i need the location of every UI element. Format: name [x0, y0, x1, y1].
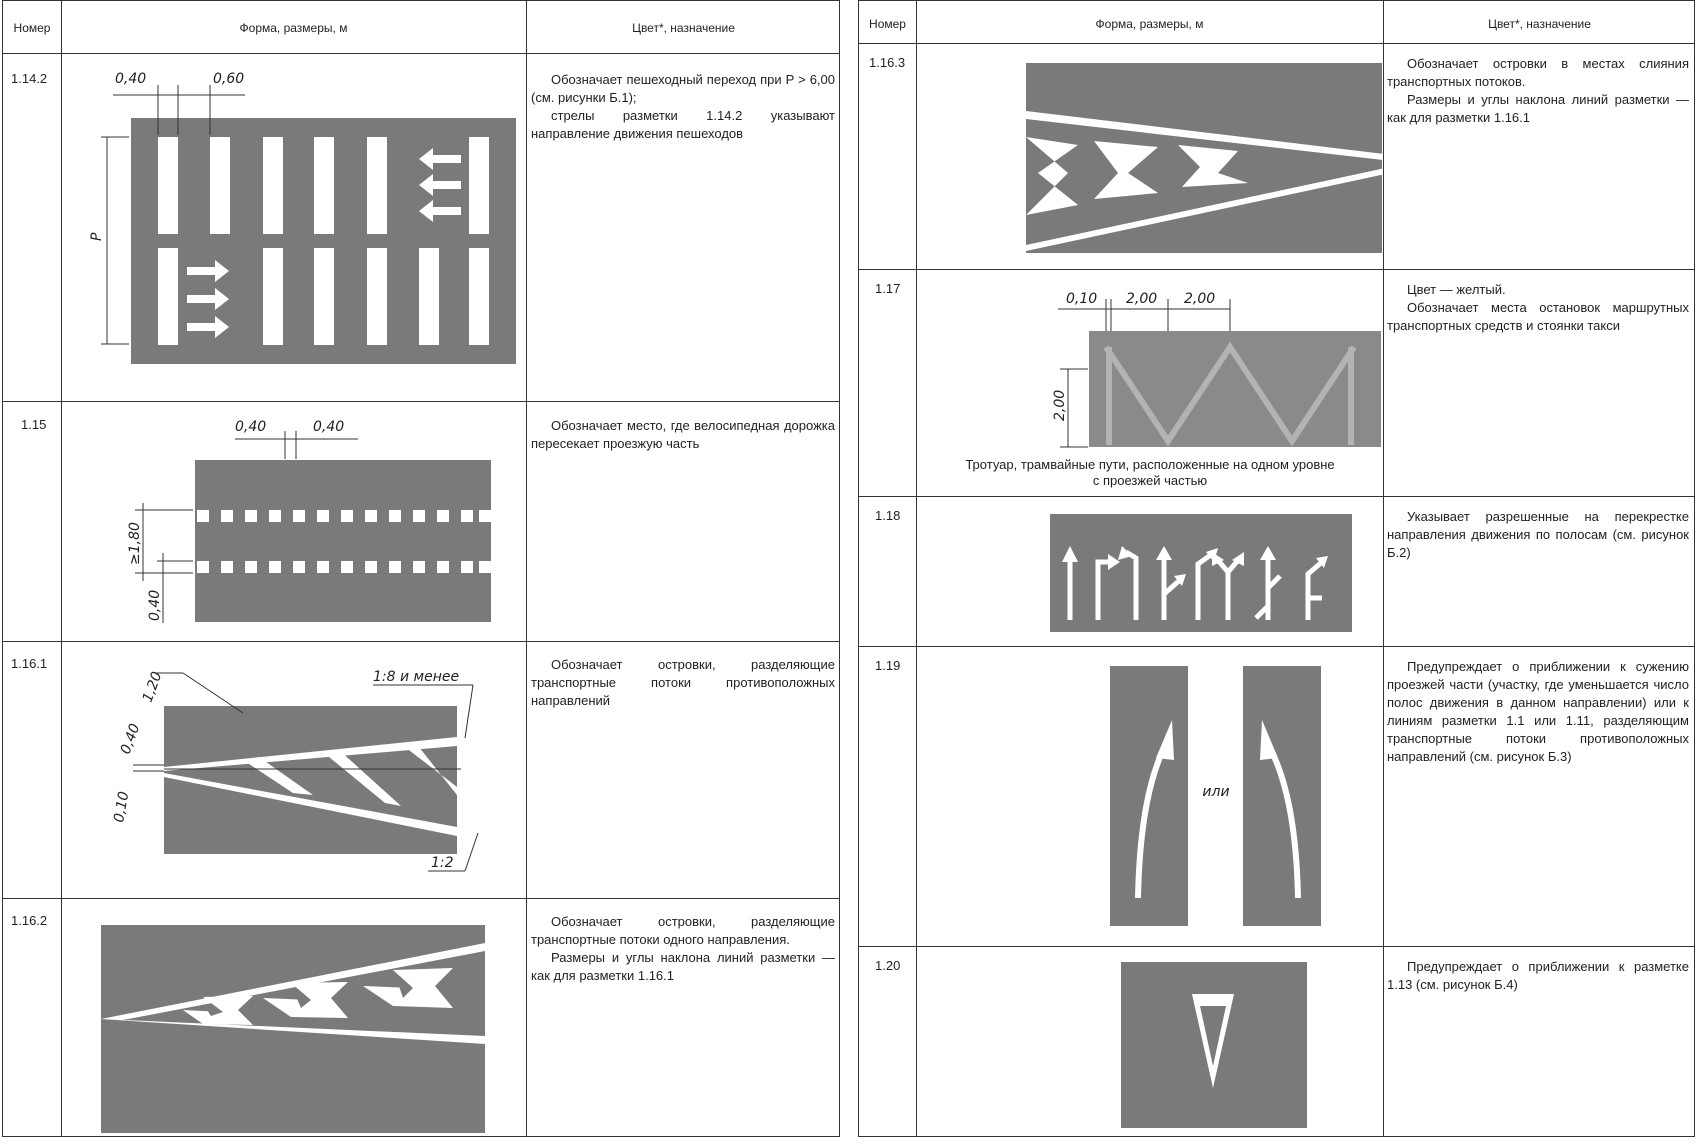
row-number: 1.16.3	[869, 55, 906, 70]
row-number: 1.15	[21, 417, 47, 432]
header-purpose: Цвет*, назначение	[632, 21, 735, 35]
dimension-label: 2,00	[1184, 291, 1215, 307]
figure-1-20	[1121, 962, 1307, 1128]
left-table: Номер Форма, размеры, м Цвет*, назначени…	[2, 0, 840, 1137]
row-description: Обозначает пешеходный переход при P > 6,…	[531, 72, 835, 141]
row-description: Предупреждает о приближении к разметке 1…	[1387, 959, 1689, 992]
header-purpose: Цвет*, назначение	[1488, 17, 1591, 31]
figure-1-16-2	[101, 925, 485, 1133]
row-number: 1.14.2	[11, 71, 48, 86]
row-number: 1.19	[875, 658, 901, 673]
dimension-label: 0,40	[313, 419, 344, 435]
figure-1-19: или	[1110, 666, 1321, 926]
row-description: Обозначает островки, разделяющие транспо…	[531, 657, 835, 708]
dimension-label: ≥1,80	[127, 522, 143, 565]
right-table: Номер Форма, размеры, м Цвет*, назначени…	[858, 0, 1695, 1137]
dimension-label: 0,10	[1066, 291, 1097, 307]
header-number: Номер	[869, 17, 906, 31]
dimension-label: 1:2	[431, 855, 454, 871]
figure-caption: Тротуар, трамвайные пути, расположенные …	[965, 457, 1334, 472]
dimension-label: 0,40	[147, 590, 163, 621]
dashes-top	[197, 510, 491, 573]
figure-1-17: 0,10 2,00 2,00 2,00 Тротуар, трамвайные …	[965, 291, 1381, 488]
figure-1-14-2: 0,40 0,60 P	[89, 71, 516, 364]
figure-1-16-3	[1026, 63, 1382, 253]
alternative-label: или	[1202, 784, 1229, 800]
row-description: Цвет — желтый.Обозначает места остановок…	[1387, 282, 1689, 333]
figure-1-16-1: 1,20 0,40 0,10 1:8 и менее 1:2	[111, 669, 479, 872]
dimension-label: 0,40	[115, 71, 146, 87]
header-shape: Форма, размеры, м	[1095, 17, 1204, 31]
row-description: Указывает разрешенные на перекрестке нап…	[1387, 509, 1689, 560]
dimension-label: 2,00	[1052, 390, 1068, 421]
dimension-label: 1,20	[140, 670, 166, 705]
figure-1-18	[1050, 514, 1352, 632]
dimension-label: 1:8 и менее	[373, 669, 459, 685]
header-number: Номер	[13, 21, 51, 35]
dimension-label: P	[89, 232, 105, 241]
row-description: Обозначает островки, разделяющие транспо…	[531, 914, 835, 983]
dimension-label: 0,60	[213, 71, 244, 87]
dimension-label: 0,10	[111, 790, 132, 824]
dimension-label: 0,40	[118, 722, 144, 757]
figure-caption: с проезжей частью	[1093, 473, 1208, 488]
row-number: 1.16.1	[11, 656, 48, 671]
row-number: 1.16.2	[11, 913, 48, 928]
row-number: 1.18	[875, 508, 901, 523]
dimension-label: 2,00	[1126, 291, 1157, 307]
figure-1-15: 0,40 0,40 ≥1,80 0,40	[127, 419, 491, 623]
row-number: 1.17	[875, 281, 901, 296]
row-description: Обозначает место, где велосипедная дорож…	[531, 418, 835, 451]
header-shape: Форма, размеры, м	[239, 21, 348, 35]
row-description: Предупреждает о приближении к сужению пр…	[1387, 659, 1689, 764]
row-number: 1.20	[875, 958, 901, 973]
row-description: Обозначает островки в местах слияния тра…	[1387, 56, 1689, 125]
dimension-label: 0,40	[235, 419, 266, 435]
